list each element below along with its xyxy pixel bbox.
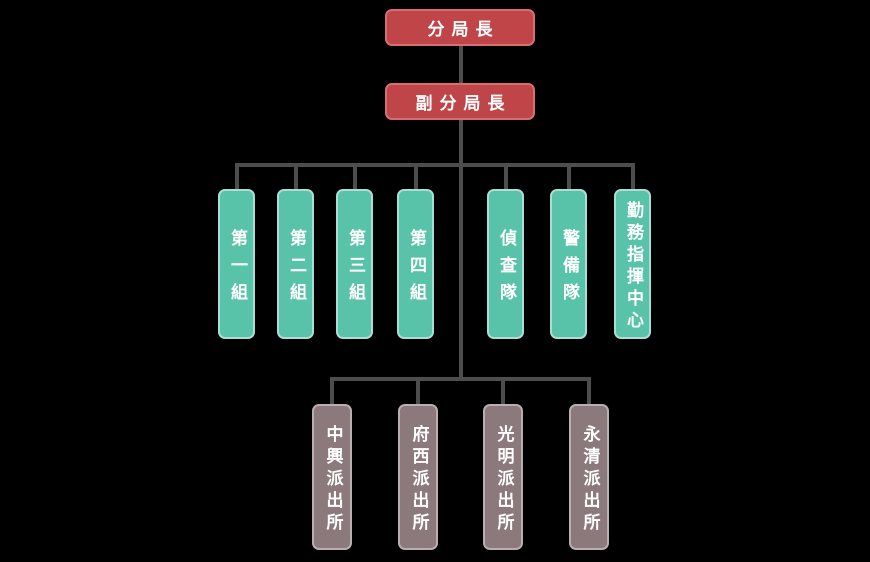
security-team-label: 警備隊 bbox=[559, 228, 579, 310]
section-3-label: 第三組 bbox=[345, 228, 365, 310]
investigation-team-label: 偵查隊 bbox=[496, 228, 516, 310]
section-4-label: 第四組 bbox=[406, 228, 426, 310]
node-security-team: 警備隊 bbox=[550, 189, 587, 339]
section-1-label: 第一組 bbox=[227, 228, 247, 310]
deputy-branch-chief-label: 副分局長 bbox=[415, 94, 512, 114]
node-section-2: 第二組 bbox=[277, 189, 314, 339]
node-section-3: 第三組 bbox=[336, 189, 373, 339]
yongqing-station-label: 永清派出所 bbox=[579, 424, 600, 535]
connector-divisions-rail bbox=[234, 163, 635, 167]
connector-stub-station-3 bbox=[501, 381, 505, 404]
node-fuxi-station: 府西派出所 bbox=[398, 404, 438, 550]
node-investigation-team: 偵查隊 bbox=[487, 189, 524, 339]
node-section-4: 第四組 bbox=[397, 189, 434, 339]
node-yongqing-station: 永清派出所 bbox=[569, 404, 609, 550]
connector-stub-division-2 bbox=[293, 167, 298, 189]
node-zhongxing-station: 中興派出所 bbox=[312, 404, 352, 550]
connector-stub-division-4 bbox=[413, 167, 418, 189]
node-deputy-branch-chief: 副分局長 bbox=[385, 83, 535, 120]
connector-stub-division-5 bbox=[503, 167, 508, 189]
guangming-station-label: 光明派出所 bbox=[493, 424, 514, 535]
node-branch-chief: 分局長 bbox=[385, 9, 535, 46]
connector-stub-station-1 bbox=[330, 381, 334, 404]
connector-root-deputy bbox=[458, 46, 463, 83]
section-2-label: 第二組 bbox=[286, 228, 306, 310]
connector-stub-division-6 bbox=[566, 167, 571, 189]
connector-stub-station-2 bbox=[416, 381, 420, 404]
connector-stub-station-4 bbox=[587, 381, 591, 404]
zhongxing-station-label: 中興派出所 bbox=[322, 424, 343, 535]
duty-command-center-label: 勤務指揮中心 bbox=[623, 200, 643, 333]
connector-stations-rail bbox=[330, 377, 591, 381]
connector-deputy-trunk bbox=[458, 119, 463, 377]
branch-chief-label: 分局長 bbox=[427, 20, 500, 40]
connector-stub-division-3 bbox=[352, 167, 357, 189]
node-section-1: 第一組 bbox=[218, 189, 255, 339]
fuxi-station-label: 府西派出所 bbox=[408, 424, 429, 535]
node-duty-command-center: 勤務指揮中心 bbox=[614, 189, 651, 339]
connector-stub-division-7 bbox=[630, 167, 635, 189]
connector-stub-division-1 bbox=[234, 167, 239, 189]
node-guangming-station: 光明派出所 bbox=[483, 404, 523, 550]
